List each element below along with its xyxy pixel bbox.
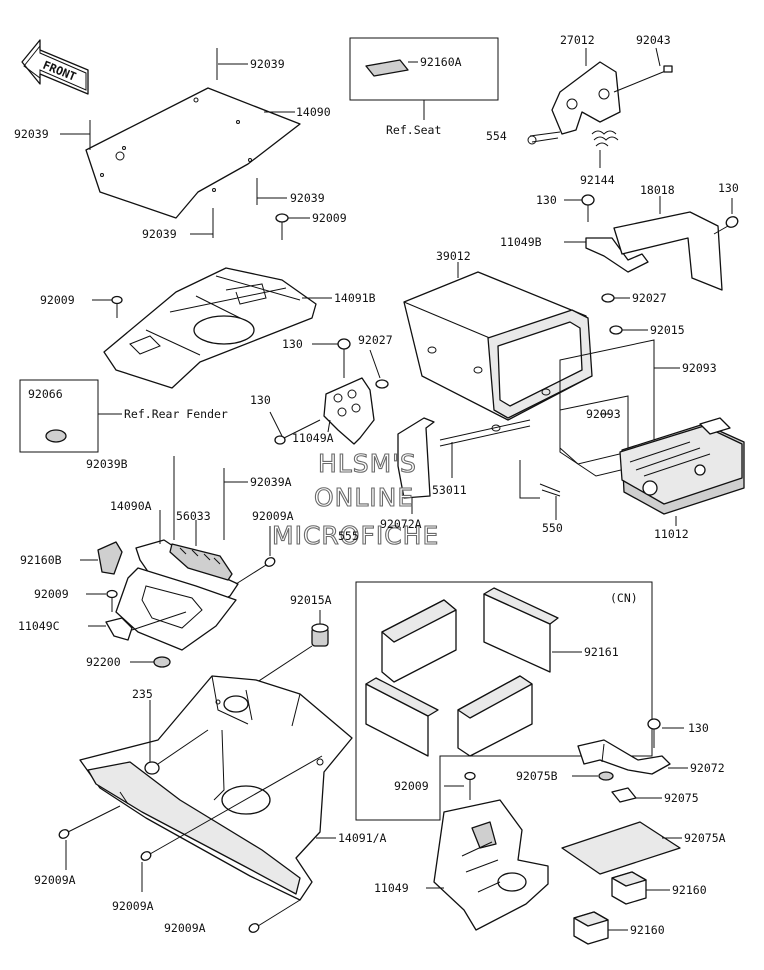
part-label[interactable]: 14090 bbox=[296, 105, 331, 119]
watermark-line-3: MICROFICHE bbox=[272, 521, 439, 550]
part-label[interactable]: 92039 bbox=[290, 191, 325, 205]
part-label[interactable]: 550 bbox=[542, 521, 563, 535]
part-label[interactable]: 92015A bbox=[290, 593, 332, 607]
part-11049-bracket bbox=[433, 799, 549, 931]
part-label[interactable]: 92027 bbox=[358, 333, 393, 347]
part-label[interactable]: 92144 bbox=[580, 173, 615, 187]
part-label[interactable]: 18018 bbox=[640, 183, 675, 197]
part-14091B-mat bbox=[103, 267, 317, 389]
bolt-130 bbox=[713, 216, 739, 235]
part-label[interactable]: 130 bbox=[718, 181, 739, 195]
watermark-line-1: HLSM'S bbox=[318, 449, 417, 478]
part-label[interactable]: 92039B bbox=[86, 457, 128, 471]
bolt-235 bbox=[144, 729, 209, 775]
part-label[interactable]: 92009 bbox=[394, 779, 429, 793]
part-label[interactable]: 92039A bbox=[250, 475, 292, 489]
part-label[interactable]: 92009A bbox=[112, 899, 154, 913]
part-label[interactable]: 11049 bbox=[374, 881, 409, 895]
part-label[interactable]: 92009A bbox=[164, 921, 206, 935]
part-label[interactable]: 92039 bbox=[250, 57, 285, 71]
part-label[interactable]: 130 bbox=[536, 193, 557, 207]
pin-554 bbox=[527, 131, 561, 145]
part-label[interactable]: 11049C bbox=[18, 619, 60, 633]
part-label[interactable]: 130 bbox=[688, 721, 709, 735]
screw-92009 bbox=[275, 213, 289, 240]
rivet-92039 bbox=[89, 48, 258, 238]
part-label[interactable]: 92075B bbox=[516, 769, 558, 783]
screw-92009A bbox=[235, 557, 276, 585]
part-11012-battery bbox=[619, 417, 745, 515]
part-label[interactable]: 11049A bbox=[292, 431, 334, 445]
part-label[interactable]: 14091/A bbox=[338, 831, 387, 845]
part-label[interactable]: 92093 bbox=[682, 361, 717, 375]
part-label[interactable]: 92039 bbox=[14, 127, 49, 141]
part-label[interactable]: 92072A bbox=[380, 517, 422, 531]
part-label[interactable]: 92161 bbox=[584, 645, 619, 659]
rear-fender-ref-label: Ref.Rear Fender bbox=[124, 407, 228, 421]
part-label[interactable]: 92160 bbox=[672, 883, 707, 897]
part-label[interactable]: 53011 bbox=[432, 483, 467, 497]
part-fender-lower bbox=[115, 567, 237, 651]
part-label[interactable]: 92009A bbox=[34, 873, 76, 887]
pad-92161 bbox=[365, 587, 559, 757]
part-label[interactable]: 27012 bbox=[560, 33, 595, 47]
part-label[interactable]: 554 bbox=[486, 129, 507, 143]
part-label[interactable]: 92015 bbox=[650, 323, 685, 337]
spring-92144 bbox=[591, 130, 619, 147]
part-label[interactable]: 92160 bbox=[630, 923, 665, 937]
part-label[interactable]: 92027 bbox=[632, 291, 667, 305]
seat-ref-label: Ref.Seat bbox=[386, 123, 441, 137]
part-label[interactable]: 92066 bbox=[28, 387, 63, 401]
part-label[interactable]: 56033 bbox=[176, 509, 211, 523]
part-label[interactable]: 130 bbox=[250, 393, 271, 407]
part-label[interactable]: 11049B bbox=[500, 235, 542, 249]
part-14091A-fender bbox=[79, 675, 353, 901]
cn-region-tag: (CN) bbox=[610, 591, 638, 605]
part-label[interactable]: 92009A bbox=[252, 509, 294, 523]
part-label[interactable]: 92093 bbox=[586, 407, 621, 421]
front-arrow-icon: FRONT bbox=[21, 39, 89, 95]
part-label[interactable]: 92043 bbox=[636, 33, 671, 47]
part-label[interactable]: 92009 bbox=[34, 587, 69, 601]
part-label[interactable]: 555 bbox=[338, 529, 359, 543]
part-label[interactable]: 92160B bbox=[20, 553, 62, 567]
part-label[interactable]: 11012 bbox=[654, 527, 689, 541]
part-39012-battery-case bbox=[403, 271, 593, 432]
part-label[interactable]: 92039 bbox=[142, 227, 177, 241]
part-label[interactable]: 14091B bbox=[334, 291, 376, 305]
part-label[interactable]: 14090A bbox=[110, 499, 152, 513]
part-label[interactable]: 92009 bbox=[40, 293, 75, 307]
part-14090-plate bbox=[85, 87, 301, 219]
part-92072-bracket bbox=[577, 739, 671, 775]
part-label[interactable]: 92075 bbox=[664, 791, 699, 805]
part-label[interactable]: 39012 bbox=[436, 249, 471, 263]
part-label[interactable]: 130 bbox=[282, 337, 303, 351]
part-label[interactable]: 92072 bbox=[690, 761, 725, 775]
part-label[interactable]: 235 bbox=[132, 687, 153, 701]
part-label[interactable]: 92200 bbox=[86, 655, 121, 669]
part-label[interactable]: 92160A bbox=[420, 55, 462, 69]
part-27012-bracket bbox=[551, 61, 673, 135]
part-label[interactable]: 92009 bbox=[312, 211, 347, 225]
part-11049A-bracket bbox=[323, 377, 375, 445]
watermark-line-2: ONLINE bbox=[314, 483, 414, 512]
part-label[interactable]: 92075A bbox=[684, 831, 726, 845]
